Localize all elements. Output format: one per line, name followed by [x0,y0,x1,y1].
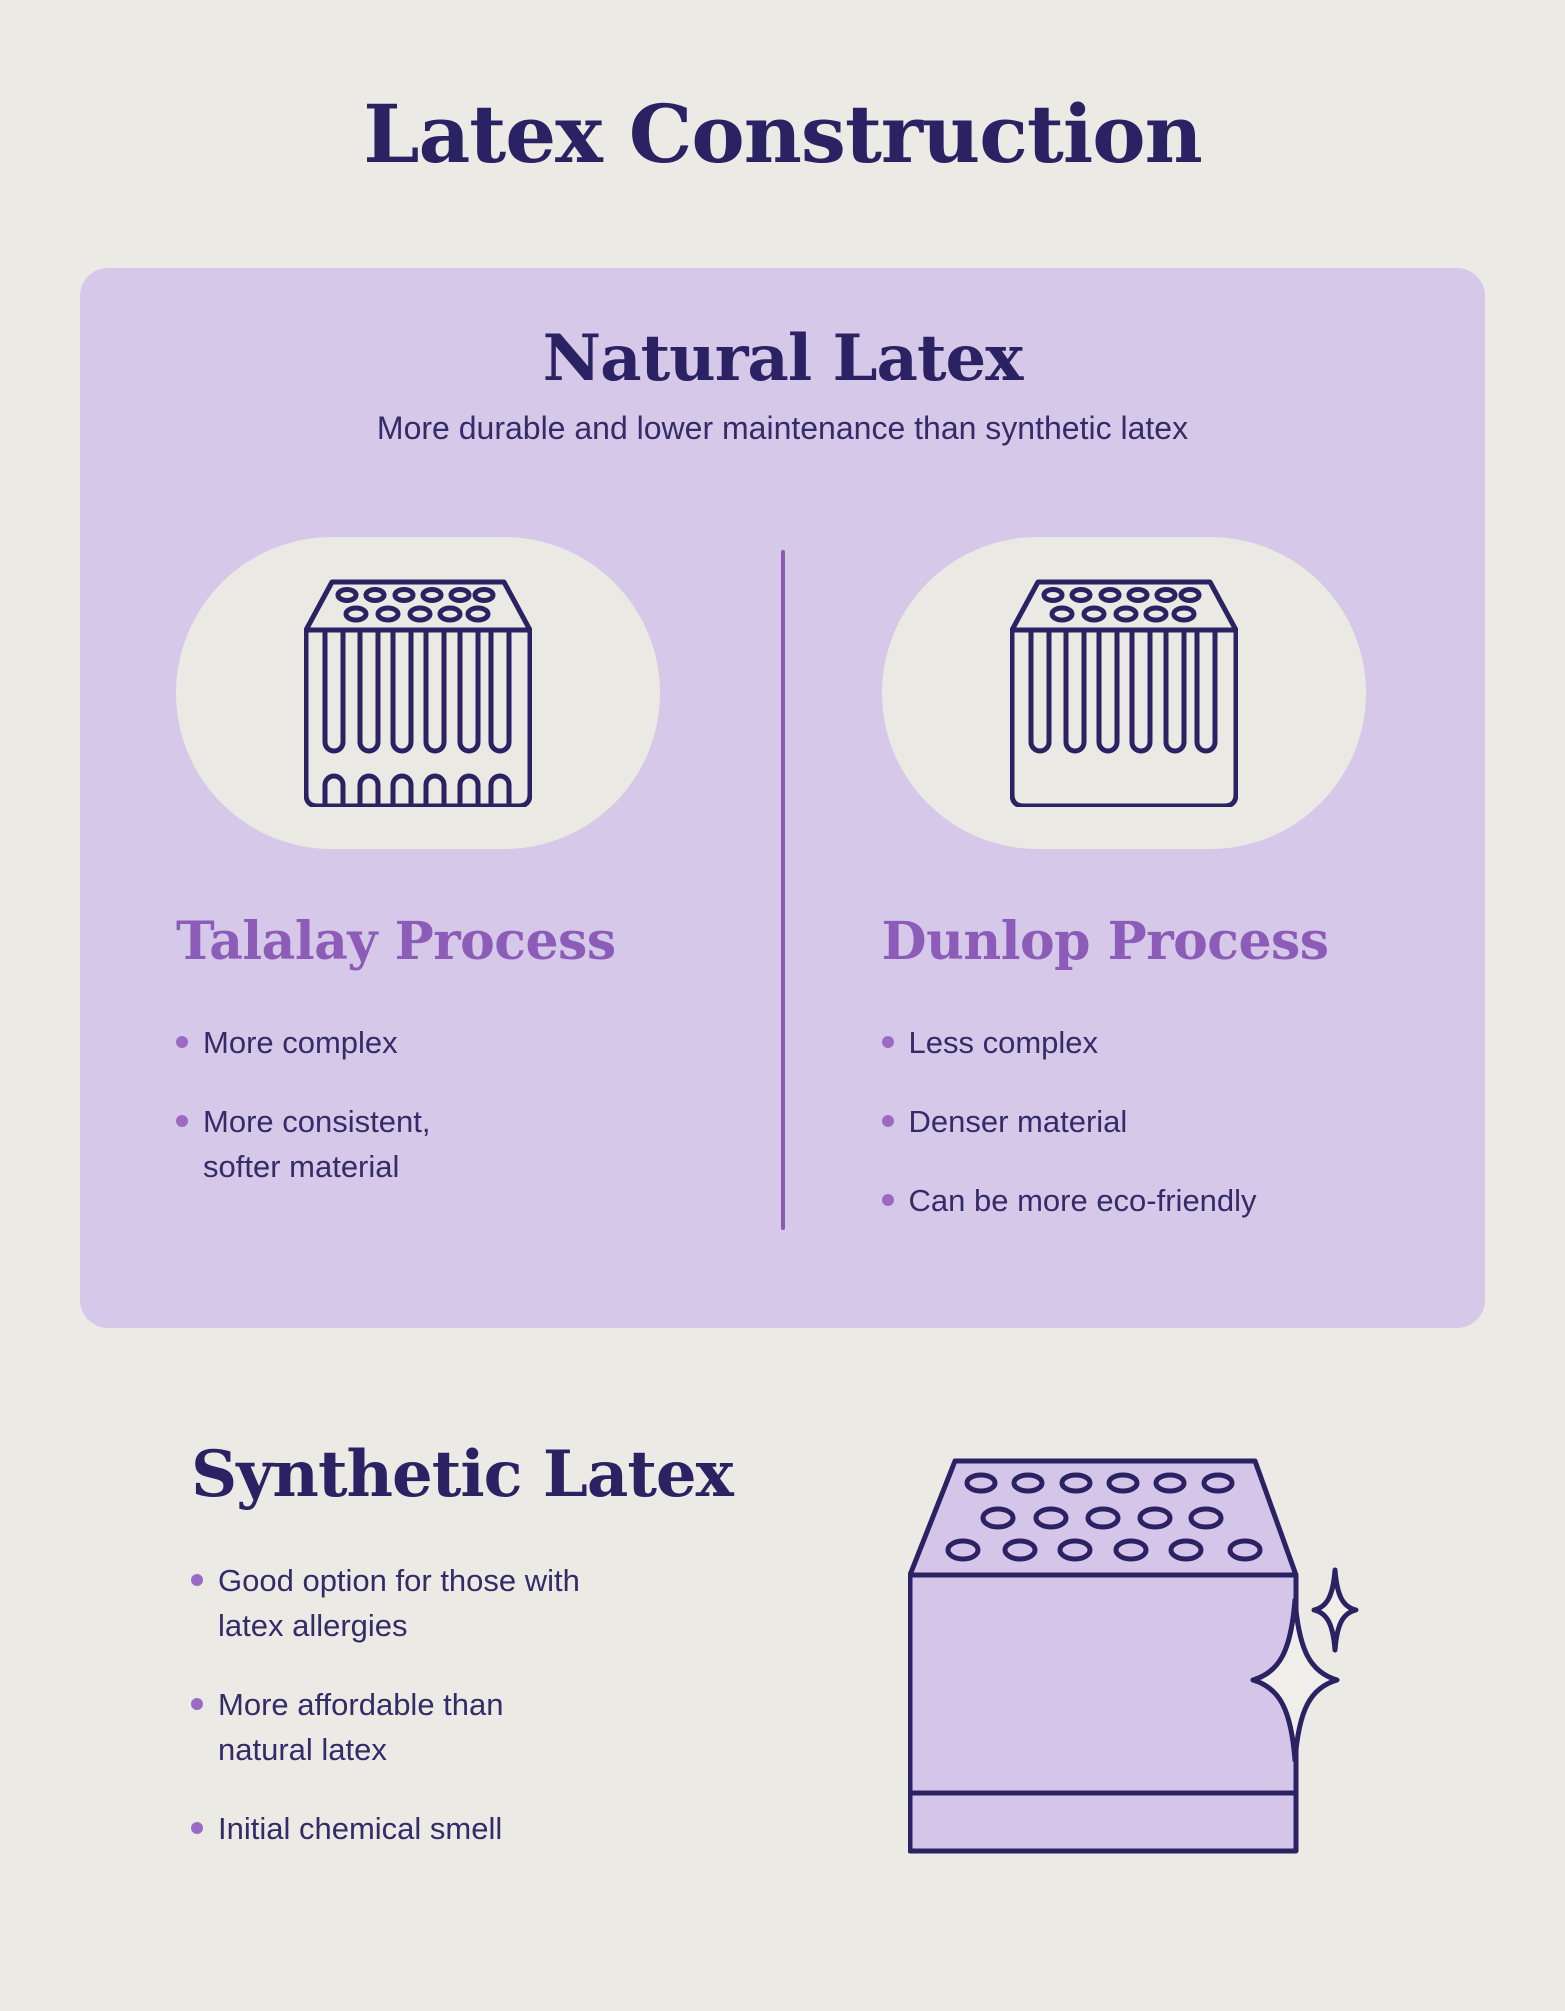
column-divider [780,550,785,1230]
list-item: More complex [176,1020,783,1065]
bullet-dot-icon [191,1573,203,1586]
bullet-text: Less complex [908,1024,1099,1060]
dunlop-column: Dunlop Process Less complex Denser mater… [783,536,1486,1223]
list-item: More affordable than natural latex [191,1682,733,1772]
process-columns: Talalay Process More complex More consis… [80,536,1486,1223]
bullet-dot-icon [881,1035,894,1048]
talalay-column: Talalay Process More complex More consis… [80,536,783,1223]
dunlop-bullet-list: Less complex Denser material Can be more… [881,1020,1486,1223]
bullet-text: Initial chemical smell [218,1810,503,1846]
talalay-latex-illustration [304,579,532,807]
synthetic-latex-section: Synthetic Latex Good option for those wi… [191,1437,734,1851]
bullet-text: More consistent, softer material [203,1103,431,1184]
bullet-dot-icon [881,1193,894,1206]
list-item: Can be more eco-friendly [881,1178,1486,1223]
bullet-dot-icon [191,1821,203,1834]
talalay-bullet-list: More complex More consistent, softer mat… [176,1020,783,1189]
bullet-text: Denser material [908,1103,1128,1139]
bullet-text: Good option for those with latex allergi… [218,1562,580,1643]
dunlop-illustration-oval [881,536,1366,849]
dunlop-heading: Dunlop Process [881,910,1330,972]
synthetic-bullet-list: Good option for those with latex allergi… [191,1558,733,1851]
list-item: Less complex [881,1020,1486,1065]
bullet-text: More affordable than natural latex [218,1686,504,1767]
natural-latex-heading: Natural Latex [542,321,1024,396]
bullet-dot-icon [176,1035,188,1048]
bullet-dot-icon [881,1114,894,1127]
list-item: Initial chemical smell [191,1806,733,1851]
list-item: More consistent, softer material [176,1099,783,1189]
talalay-heading: Talalay Process [176,910,616,972]
synthetic-latex-illustration [908,1458,1359,1854]
list-item: Good option for those with latex allergi… [191,1558,733,1648]
natural-latex-subtitle: More durable and lower maintenance than … [376,409,1189,446]
bullet-dot-icon [191,1697,203,1710]
talalay-illustration-oval [176,536,660,849]
dunlop-latex-illustration [1009,579,1238,807]
list-item: Denser material [881,1099,1486,1144]
synthetic-latex-heading: Synthetic Latex [191,1437,734,1512]
bullet-text: More complex [203,1024,398,1060]
sparkle-icon [1311,1567,1359,1653]
natural-latex-panel: Natural Latex More durable and lower mai… [80,268,1485,1328]
bullet-dot-icon [176,1114,188,1127]
sparkle-icon [1250,1597,1340,1763]
bullet-text: Can be more eco-friendly [908,1182,1257,1218]
page-title: Latex Construction [363,87,1203,181]
